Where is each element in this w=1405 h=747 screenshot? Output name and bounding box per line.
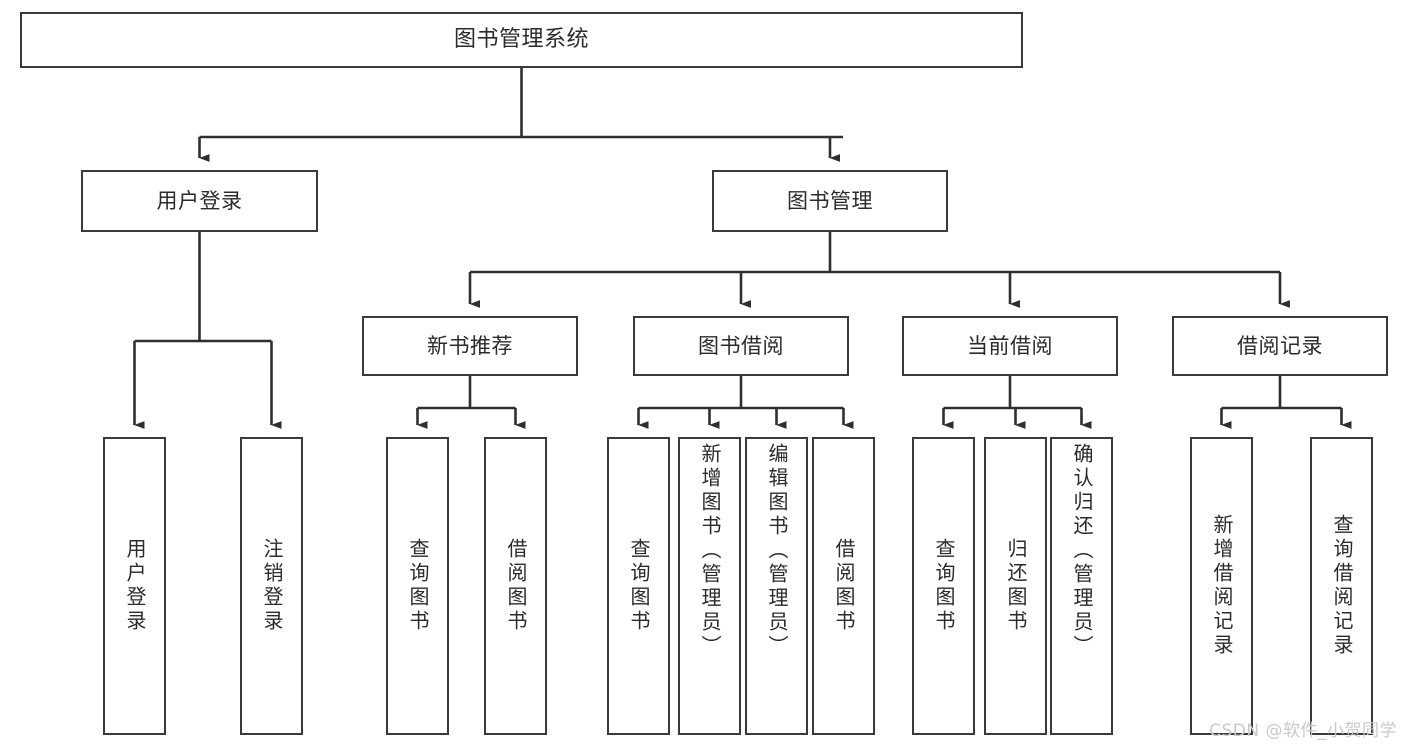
node-leaf-query-book-1-label: 查询图书 [406, 538, 430, 634]
node-leaf-query-book-3[interactable]: 查询图书 [912, 437, 975, 735]
node-borrow-record-label: 借阅记录 [1237, 333, 1323, 358]
node-leaf-query-book-1[interactable]: 查询图书 [386, 437, 449, 735]
node-leaf-edit-book[interactable]: 编辑图书（管理员） [745, 437, 808, 735]
node-book-manage[interactable]: 图书管理 [712, 170, 948, 232]
node-leaf-query-book-2-label: 查询图书 [627, 538, 651, 634]
node-leaf-borrow-book-2-label: 借阅图书 [832, 538, 856, 634]
node-leaf-borrow-book-1-label: 借阅图书 [504, 538, 528, 634]
node-user-login[interactable]: 用户登录 [81, 170, 318, 232]
node-leaf-user-login-label: 用户登录 [123, 538, 147, 634]
node-new-book-recommend-label: 新书推荐 [427, 333, 513, 358]
node-leaf-add-book-label: 新增图书（管理员） [698, 443, 722, 659]
node-leaf-query-book-3-label: 查询图书 [932, 538, 956, 634]
node-leaf-query-record-label: 查询借阅记录 [1330, 514, 1354, 658]
node-leaf-return-book-label: 归还图书 [1004, 538, 1028, 634]
node-borrow-record[interactable]: 借阅记录 [1172, 316, 1388, 376]
node-leaf-edit-book-label: 编辑图书（管理员） [765, 443, 789, 659]
node-user-login-label: 用户登录 [156, 188, 243, 213]
node-root-label: 图书管理系统 [453, 27, 589, 53]
node-leaf-return-book[interactable]: 归还图书 [984, 437, 1047, 735]
node-leaf-confirm-return-label: 确认归还（管理员） [1070, 443, 1094, 659]
node-book-borrow-label: 图书借阅 [698, 333, 784, 358]
node-current-borrow-label: 当前借阅 [967, 333, 1053, 358]
node-leaf-borrow-book-1[interactable]: 借阅图书 [484, 437, 547, 735]
node-leaf-logout-label: 注销登录 [260, 538, 284, 634]
node-book-manage-label: 图书管理 [787, 188, 873, 213]
node-leaf-query-book-2[interactable]: 查询图书 [607, 437, 670, 735]
node-leaf-borrow-book-2[interactable]: 借阅图书 [812, 437, 875, 735]
node-leaf-add-book[interactable]: 新增图书（管理员） [678, 437, 741, 735]
node-current-borrow[interactable]: 当前借阅 [902, 316, 1118, 376]
node-leaf-user-login[interactable]: 用户登录 [103, 437, 166, 735]
node-new-book-recommend[interactable]: 新书推荐 [362, 316, 578, 376]
node-leaf-query-record[interactable]: 查询借阅记录 [1310, 437, 1373, 735]
node-leaf-add-record-label: 新增借阅记录 [1210, 514, 1234, 658]
node-root[interactable]: 图书管理系统 [20, 12, 1023, 68]
node-leaf-logout[interactable]: 注销登录 [240, 437, 303, 735]
node-leaf-confirm-return[interactable]: 确认归还（管理员） [1050, 437, 1113, 735]
node-leaf-add-record[interactable]: 新增借阅记录 [1190, 437, 1253, 735]
node-book-borrow[interactable]: 图书借阅 [633, 316, 849, 376]
watermark-text: CSDN @软件_小贺同学 [1209, 721, 1397, 741]
